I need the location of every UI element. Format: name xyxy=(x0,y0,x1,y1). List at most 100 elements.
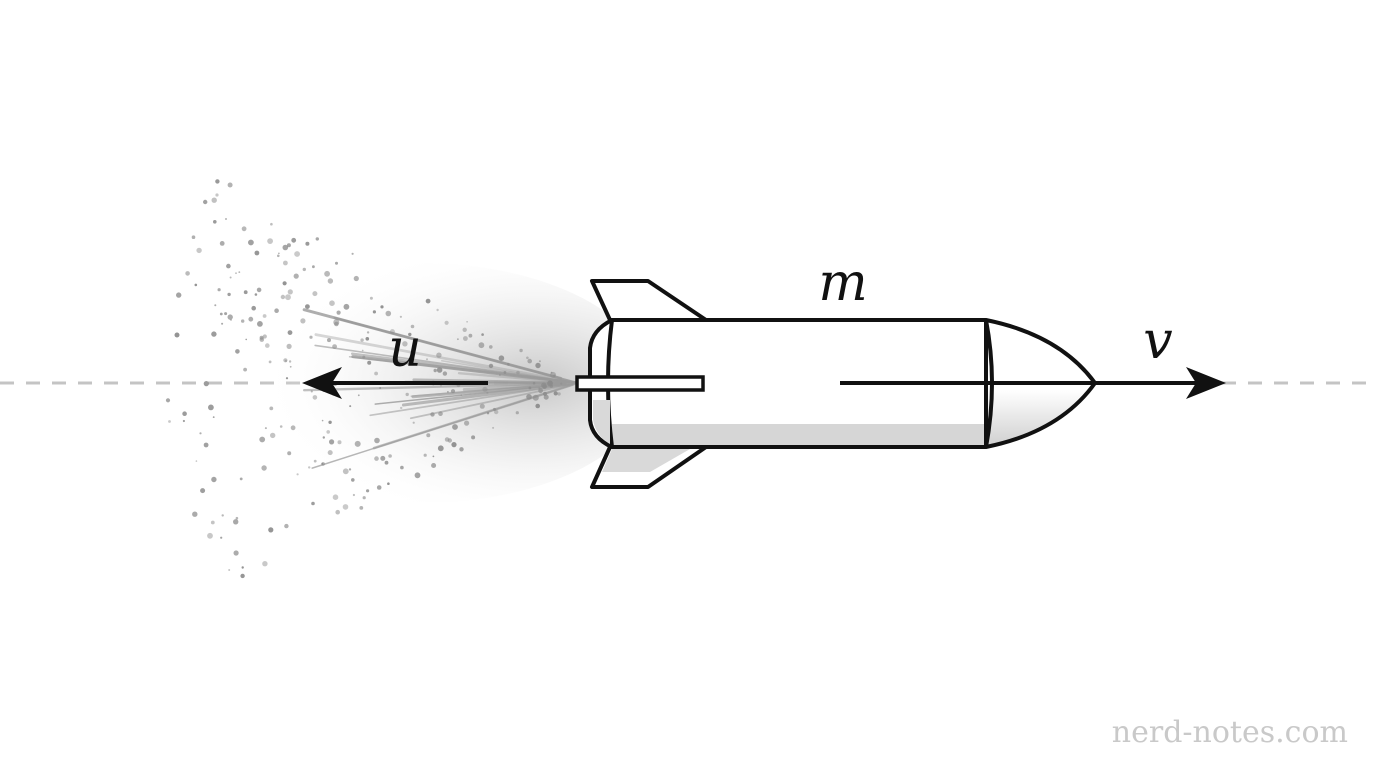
exhaust-particle xyxy=(305,304,310,309)
exhaust-particle xyxy=(288,360,292,363)
exhaust-particle xyxy=(256,287,262,293)
exhaust-particle xyxy=(380,455,386,461)
exhaust-particle xyxy=(210,520,215,525)
exhaust-particle xyxy=(264,427,267,430)
exhaust-particle xyxy=(224,312,228,316)
exhaust-ray xyxy=(372,383,575,450)
exhaust-particle xyxy=(436,352,442,358)
exhaust-particle xyxy=(219,312,223,316)
exhaust-particle xyxy=(245,338,247,341)
exhaust-particle xyxy=(384,460,389,465)
exhaust-particle xyxy=(315,237,319,241)
exhaust-particle xyxy=(235,349,240,354)
exhaust-particle xyxy=(251,305,256,311)
exhaust-particle xyxy=(254,293,258,296)
exhaust-particle xyxy=(211,331,217,337)
exhaust-ray xyxy=(441,359,579,384)
exhaust-particle xyxy=(362,496,366,500)
exhaust-particle xyxy=(486,391,489,394)
exhaust-particle xyxy=(259,337,265,342)
exhaust-particle xyxy=(220,536,223,539)
exhaust-particle xyxy=(451,442,457,448)
exhaust-particle xyxy=(327,278,334,284)
exhaust-particle xyxy=(410,324,415,329)
exhaust-particle xyxy=(267,238,273,245)
exhaust-particle xyxy=(503,371,507,374)
exhaust-particle xyxy=(538,387,541,390)
exhaust-particle xyxy=(492,426,495,429)
exhaust-particle xyxy=(547,380,553,387)
exhaust-particle xyxy=(478,342,485,349)
exhaust-particle xyxy=(262,561,268,567)
exhaust-particle xyxy=(248,239,254,246)
exhaust-particle xyxy=(343,303,350,310)
exhaust-particle xyxy=(207,532,213,539)
exhaust-particle xyxy=(402,341,408,347)
exhaust-particle xyxy=(433,368,437,373)
exhaust-rays xyxy=(302,308,579,469)
exhaust-particle xyxy=(182,419,185,423)
exhaust-particle xyxy=(286,243,291,248)
exhaust-particle xyxy=(203,442,209,448)
exhaust-particles xyxy=(165,179,563,579)
exhaust-particle xyxy=(516,370,520,375)
exhaust-particle xyxy=(215,179,220,184)
exhaust-particle xyxy=(450,389,456,394)
exhaust-particle xyxy=(254,250,260,256)
exhaust-particle xyxy=(296,473,299,476)
exhaust-particle xyxy=(230,319,232,321)
exhaust-particle xyxy=(241,566,244,569)
exhaust-particle xyxy=(199,432,202,435)
exhaust-particle xyxy=(538,360,541,363)
exhaust-particle xyxy=(165,398,171,403)
exhaust-particle xyxy=(215,193,219,197)
exhaust-particle xyxy=(335,509,341,515)
exhaust-particle xyxy=(447,438,452,443)
rocket-icon xyxy=(575,279,1097,489)
exhaust-particle xyxy=(359,506,364,510)
exhaust-particle xyxy=(532,381,536,385)
exhaust-particle xyxy=(174,332,180,338)
exhaust-particle xyxy=(444,320,449,325)
exhaust-particle xyxy=(259,436,266,443)
exhaust-particle xyxy=(282,244,289,251)
exhaust-particle xyxy=(399,315,402,318)
rocket-side-fin xyxy=(575,375,705,392)
exhaust-particle xyxy=(213,220,217,224)
exhaust-particle xyxy=(168,420,171,423)
exhaust-particle xyxy=(440,384,442,387)
exhaust-ray xyxy=(314,344,578,384)
exhaust-velocity-arrow xyxy=(302,367,488,399)
exhaust-particle xyxy=(349,405,352,408)
exhaust-particle xyxy=(388,454,392,458)
exhaust-particle xyxy=(430,412,435,417)
exhaust-particle xyxy=(362,355,366,359)
exhaust-particle xyxy=(235,272,237,275)
exhaust-particle xyxy=(291,237,297,243)
exhaust-particle xyxy=(426,358,428,361)
exhaust-ray xyxy=(303,382,567,392)
exhaust-particle xyxy=(464,420,470,426)
watermark-text: nerd-notes.com xyxy=(1112,715,1348,750)
exhaust-particle xyxy=(287,451,292,456)
exhaust-particle xyxy=(366,489,370,493)
exhaust-particle xyxy=(239,477,243,481)
exhaust-particle xyxy=(214,304,217,307)
exhaust-particle xyxy=(243,367,248,372)
exhaust-particle xyxy=(270,432,276,439)
exhaust-particle xyxy=(560,382,563,385)
exhaust-particle xyxy=(305,241,310,246)
exhaust-particle xyxy=(423,453,427,457)
exhaust-particle xyxy=(208,404,214,411)
exhaust-ray xyxy=(409,383,574,420)
exhaust-particle xyxy=(324,270,330,277)
exhaust-particle xyxy=(481,333,484,336)
exhaust-particle xyxy=(227,314,233,320)
exhaust-particle xyxy=(241,319,245,323)
exhaust-particle xyxy=(233,519,239,525)
exhaust-particle xyxy=(289,365,292,368)
exhaust-particle xyxy=(262,334,267,339)
exhaust-particle xyxy=(374,371,378,376)
exhaust-ray xyxy=(369,383,572,417)
exhaust-particle xyxy=(268,527,274,533)
